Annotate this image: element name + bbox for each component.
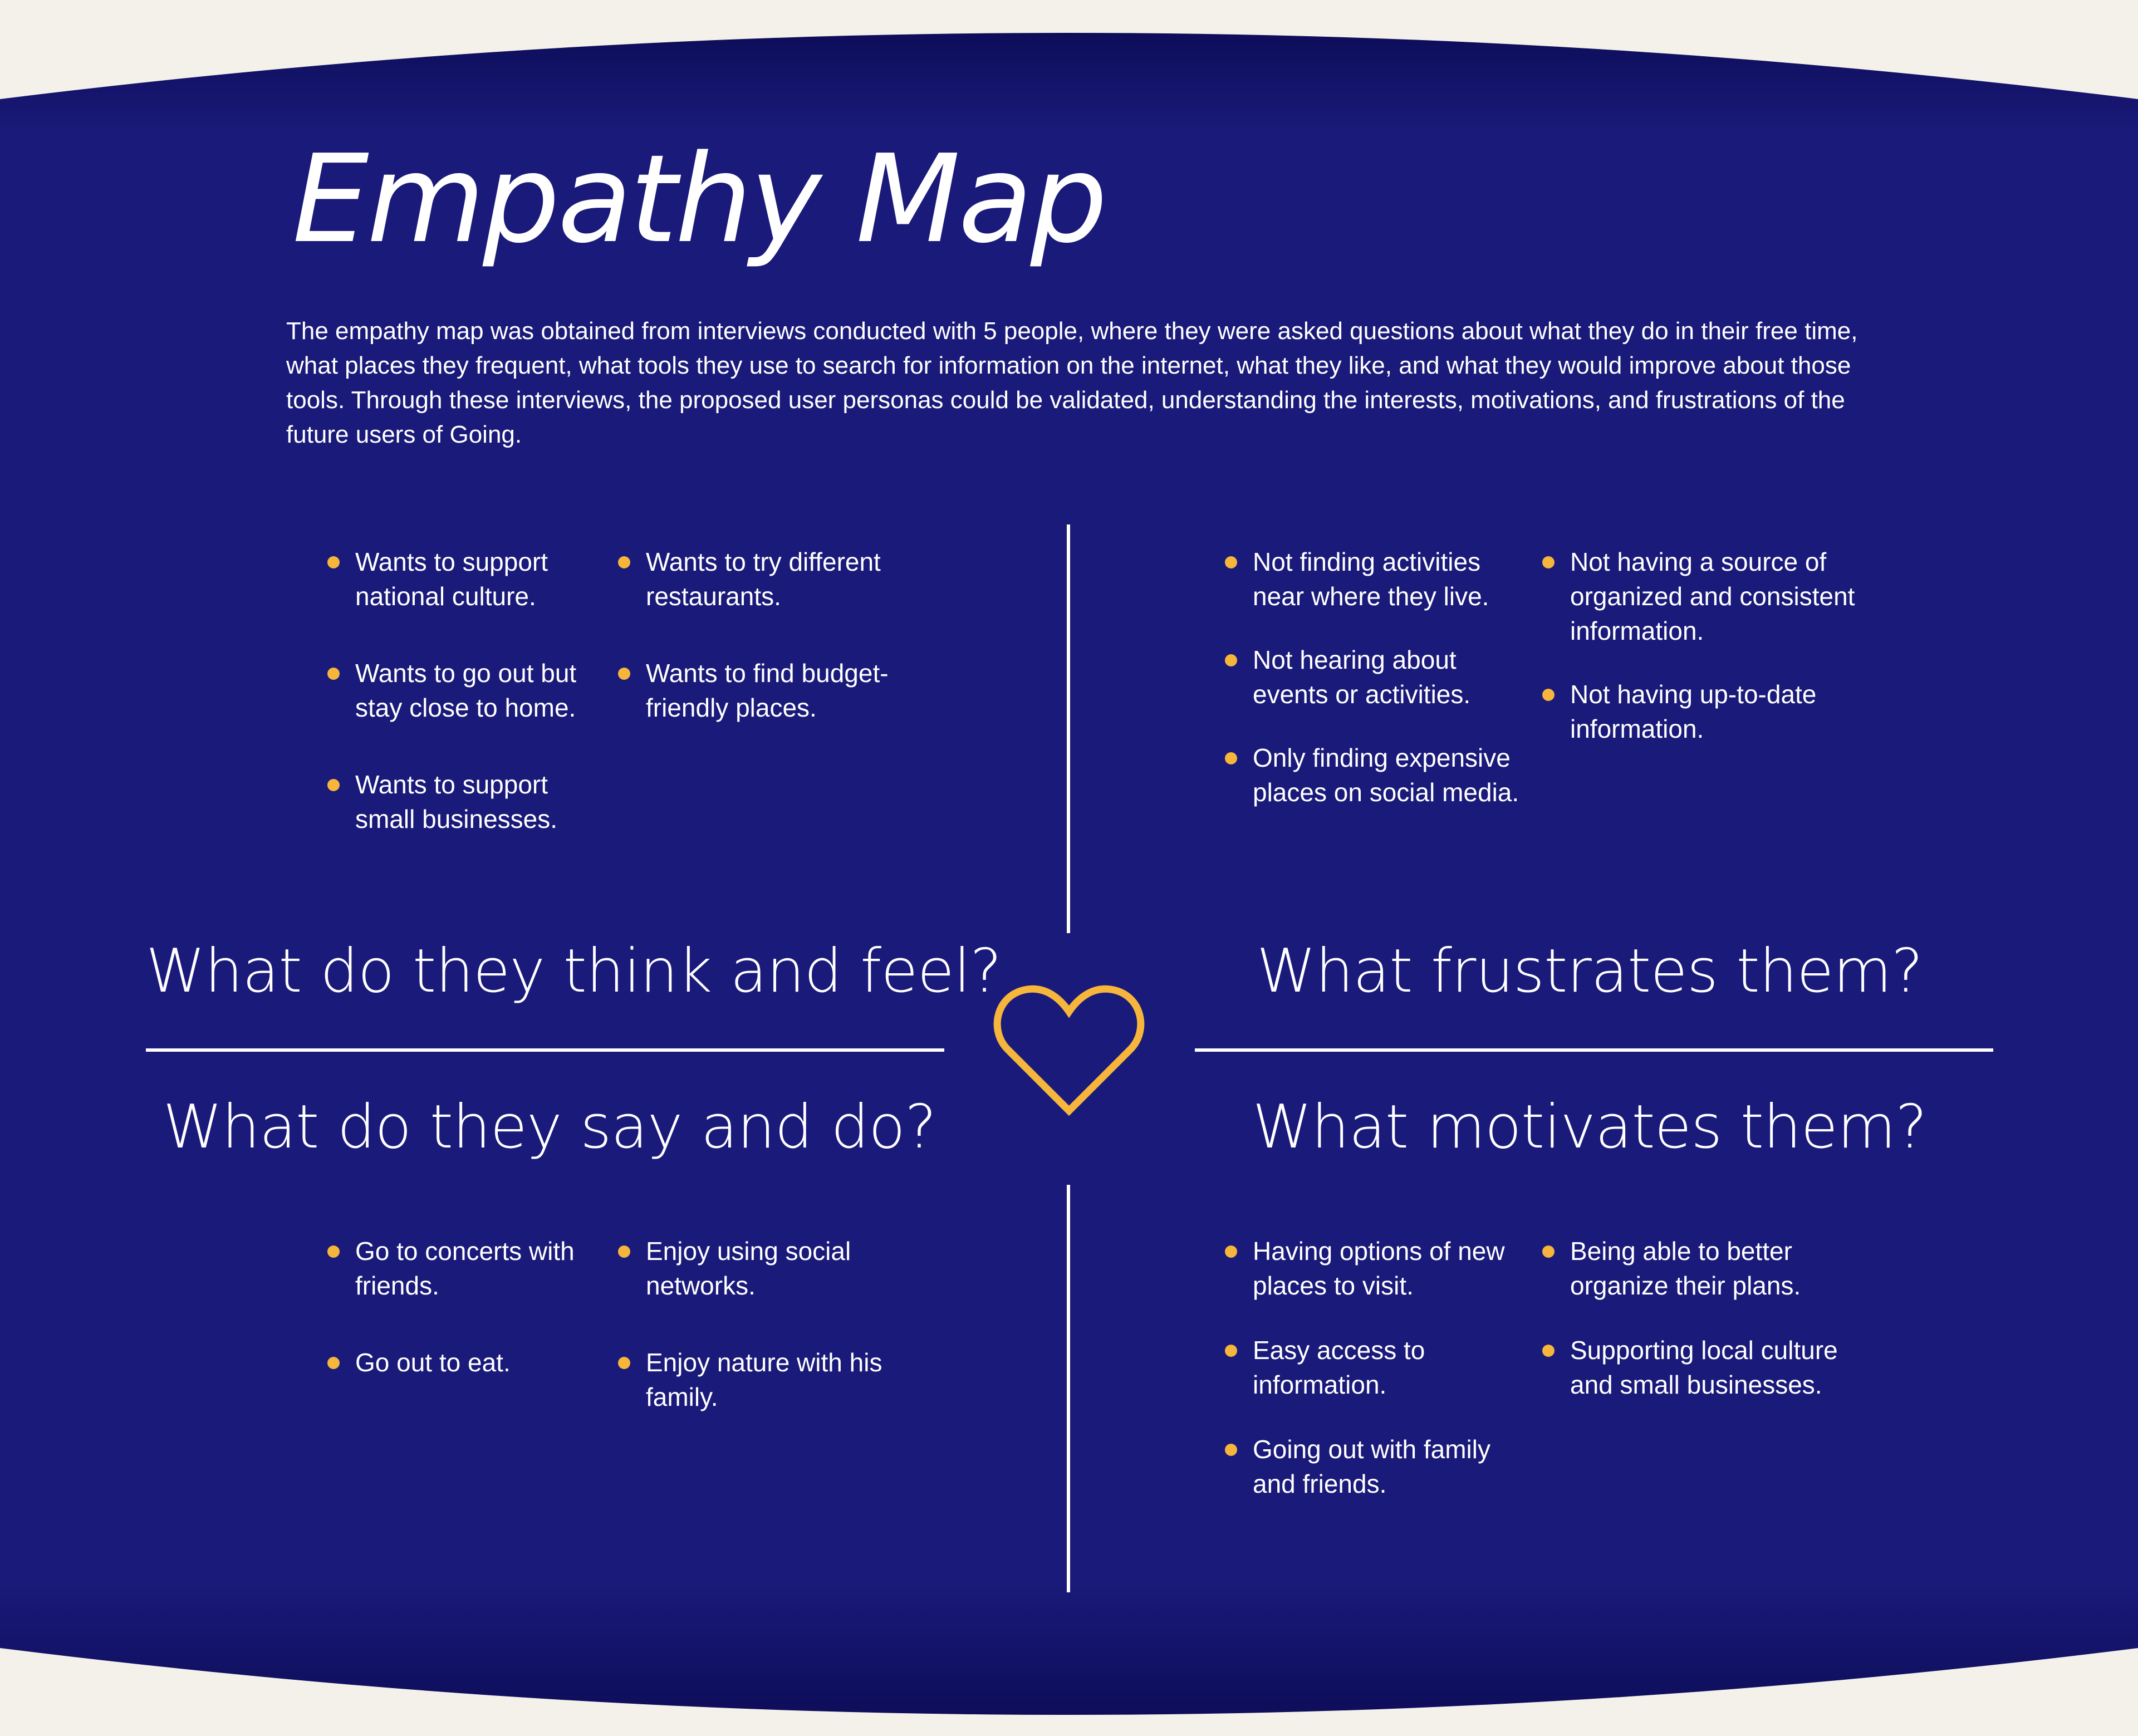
list-item: Going out with family and friends. bbox=[1225, 1432, 1537, 1501]
vertical-divider-top bbox=[1067, 524, 1070, 933]
vertical-divider-bottom bbox=[1067, 1185, 1070, 1592]
horizontal-divider-right bbox=[1195, 1048, 1993, 1052]
list-item: Not finding activities near where they l… bbox=[1225, 545, 1537, 614]
heading-motivates: What motivates them? bbox=[1252, 1092, 1928, 1162]
list-item: Supporting local culture and small busin… bbox=[1542, 1333, 1887, 1402]
frustrates-list-1: Not finding activities near where they l… bbox=[1225, 545, 1537, 838]
list-item: Being able to better organize their plan… bbox=[1542, 1234, 1887, 1303]
list-item: Enjoy nature with his family. bbox=[618, 1345, 919, 1414]
page-title: Empathy Map bbox=[292, 129, 1107, 270]
say-do-list-2: Enjoy using social networks. Enjoy natur… bbox=[618, 1234, 919, 1457]
horizontal-divider-left bbox=[146, 1048, 944, 1052]
heart-icon bbox=[993, 985, 1145, 1116]
list-item: Go out to eat. bbox=[327, 1345, 606, 1380]
motivates-list-1: Having options of new places to visit. E… bbox=[1225, 1234, 1537, 1531]
list-item: Only finding expensive places on social … bbox=[1225, 741, 1537, 810]
think-feel-list-2: Wants to try different restaurants. Want… bbox=[618, 545, 919, 767]
heading-say-do: What do they say and do? bbox=[163, 1092, 937, 1162]
frustrates-list-2: Not having a source of organized and con… bbox=[1542, 545, 1887, 775]
motivates-list-2: Being able to better organize their plan… bbox=[1542, 1234, 1887, 1432]
list-item: Not having up-to-date information. bbox=[1542, 677, 1887, 746]
heading-think-feel: What do they think and feel? bbox=[146, 936, 1002, 1006]
list-item: Not having a source of organized and con… bbox=[1542, 545, 1887, 648]
list-item: Easy access to information. bbox=[1225, 1333, 1537, 1402]
list-item: Wants to support national culture. bbox=[327, 545, 606, 614]
list-item: Wants to support small businesses. bbox=[327, 767, 606, 836]
intro-paragraph: The empathy map was obtained from interv… bbox=[286, 317, 1858, 448]
list-item: Wants to go out but stay close to home. bbox=[327, 656, 606, 725]
think-feel-list-1: Wants to support national culture. Wants… bbox=[327, 545, 606, 879]
list-item: Wants to try different restaurants. bbox=[618, 545, 919, 614]
list-item: Not hearing about events or activities. bbox=[1225, 643, 1537, 712]
say-do-list-1: Go to concerts with friends. Go out to e… bbox=[327, 1234, 606, 1422]
list-item: Having options of new places to visit. bbox=[1225, 1234, 1537, 1303]
list-item: Go to concerts with friends. bbox=[327, 1234, 606, 1303]
list-item: Enjoy using social networks. bbox=[618, 1234, 919, 1303]
list-item: Wants to find budget-friendly places. bbox=[618, 656, 919, 725]
heading-frustrates: What frustrates them? bbox=[1256, 936, 1923, 1006]
